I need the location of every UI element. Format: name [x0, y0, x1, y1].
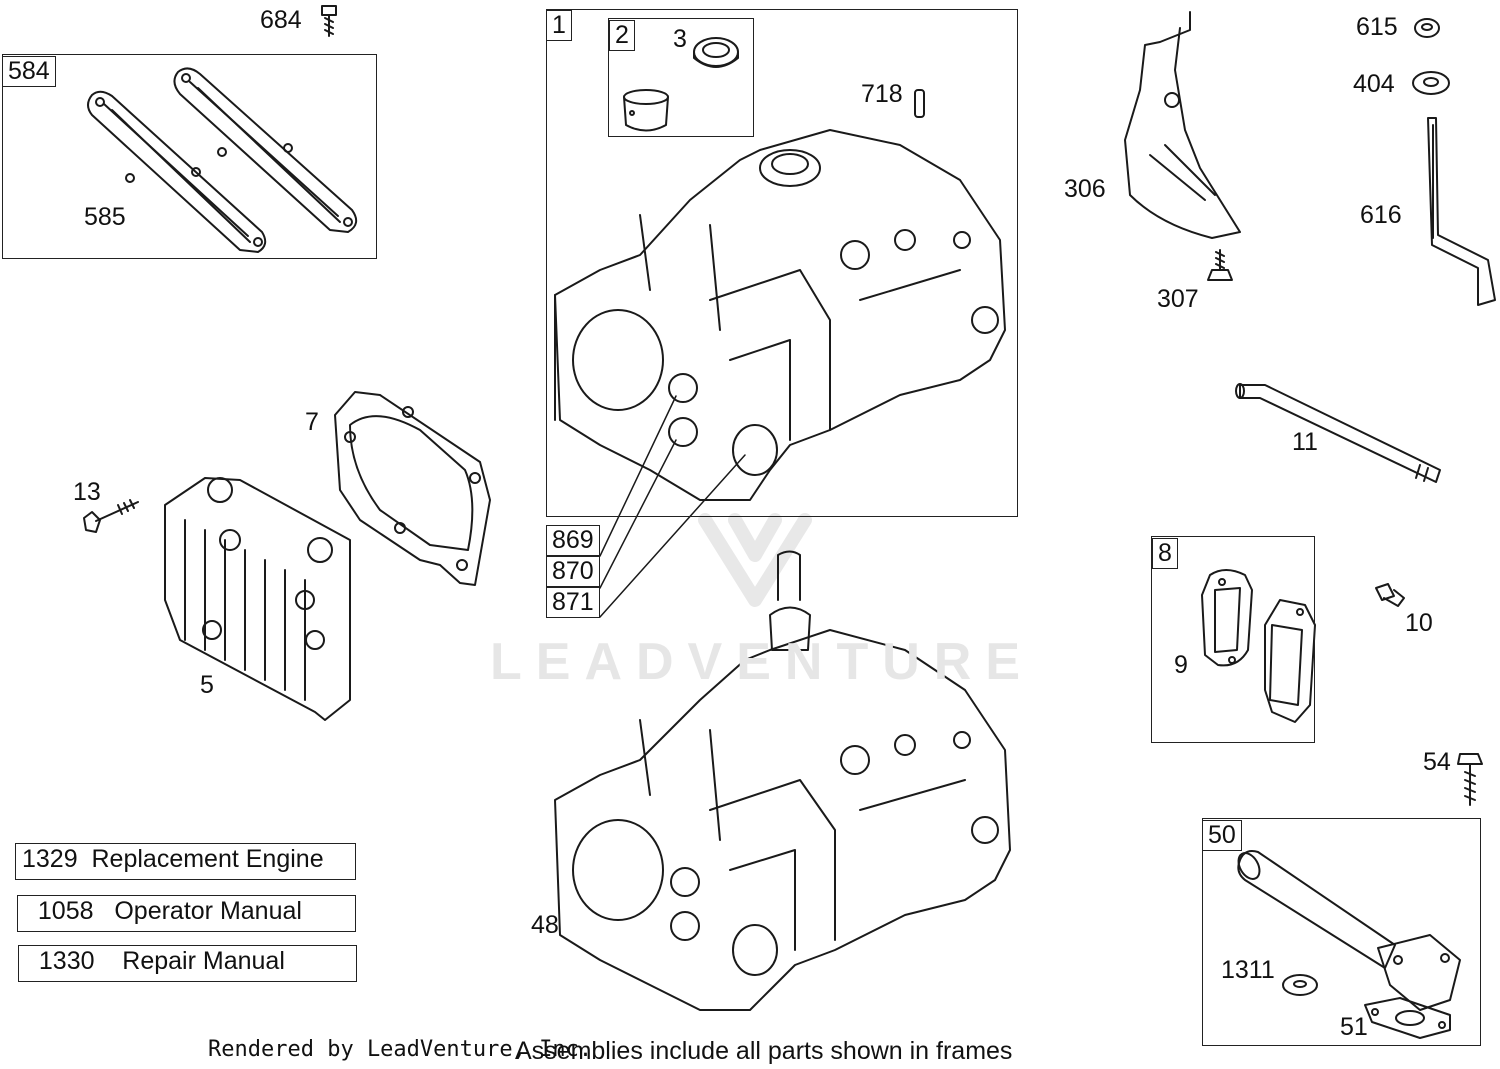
- callout-3: 3: [673, 25, 687, 53]
- head-gasket-7: [334, 391, 491, 586]
- frame-label-871: 871: [546, 587, 600, 618]
- bolt-684: [321, 5, 337, 37]
- dowel-pin-718: [914, 89, 925, 118]
- nut-615: [1414, 18, 1440, 38]
- callout-616: 616: [1360, 201, 1402, 229]
- watermark-logo: [698, 513, 812, 607]
- callout-7: 7: [305, 408, 319, 436]
- frame-label-8: 8: [1152, 538, 1178, 569]
- crankcase-block-1: [554, 129, 1006, 501]
- breather-cover: [1264, 599, 1316, 723]
- callout-306: 306: [1064, 175, 1106, 203]
- callout-718: 718: [861, 80, 903, 108]
- frame-8: [1151, 536, 1315, 743]
- callout-585: 585: [84, 203, 126, 231]
- frame-label-2: 2: [609, 20, 635, 51]
- callout-9: 9: [1174, 651, 1188, 679]
- watermark-text: LEADVENTURE: [490, 633, 1035, 691]
- callout-5: 5: [200, 671, 214, 699]
- fitting-10: [1375, 583, 1405, 607]
- manual-replacement-engine[interactable]: 1329 Replacement Engine: [15, 843, 356, 880]
- leader-lines: [599, 395, 746, 618]
- callout-13: 13: [73, 478, 101, 506]
- frame-1: [546, 9, 1018, 517]
- short-block-48: [554, 550, 1011, 1011]
- governor-lever-616: [1427, 117, 1496, 306]
- manual-operator[interactable]: 1058 Operator Manual: [17, 895, 356, 932]
- washer-404: [1412, 71, 1450, 95]
- gasket-585-right: [173, 67, 358, 233]
- frame-label-869: 869: [546, 525, 600, 556]
- frame-label-1: 1: [546, 10, 572, 41]
- callout-48: 48: [531, 911, 559, 939]
- frame-584: [2, 54, 377, 259]
- callout-404: 404: [1353, 70, 1395, 98]
- screw-307: [1207, 249, 1233, 281]
- air-guide-306: [1124, 11, 1241, 239]
- bearing-sleeve: [623, 89, 669, 132]
- oil-seal-3: [693, 37, 739, 68]
- callout-54: 54: [1423, 748, 1451, 776]
- callout-1311: 1311: [1221, 956, 1275, 984]
- cylinder-head-5: [164, 477, 351, 721]
- frame-50: [1202, 818, 1481, 1046]
- breather-gasket-9: [1201, 569, 1253, 667]
- callout-10: 10: [1405, 609, 1433, 637]
- callout-615: 615: [1356, 13, 1398, 41]
- frame-2: [608, 18, 754, 137]
- footer-note: Assemblies include all parts shown in fr…: [515, 1037, 1013, 1065]
- callout-684: 684: [260, 6, 302, 34]
- callout-307: 307: [1157, 285, 1199, 313]
- tube-assembly-50: [1237, 850, 1461, 1011]
- dipstick-tube-11: [1235, 383, 1441, 483]
- callout-11: 11: [1292, 428, 1318, 456]
- frame-label-50: 50: [1202, 820, 1242, 851]
- manual-repair[interactable]: 1330 Repair Manual: [18, 945, 357, 982]
- gasket-51: [1364, 997, 1451, 1039]
- frame-label-584: 584: [2, 56, 56, 87]
- gasket-585-left: [87, 90, 267, 253]
- frame-label-870: 870: [546, 556, 600, 587]
- footer-credit: Rendered by LeadVenture, Inc.: [208, 1037, 593, 1062]
- bolt-54: [1457, 753, 1483, 806]
- callout-51: 51: [1340, 1013, 1368, 1041]
- washer-1311: [1282, 974, 1318, 996]
- bolt-13: [83, 499, 139, 533]
